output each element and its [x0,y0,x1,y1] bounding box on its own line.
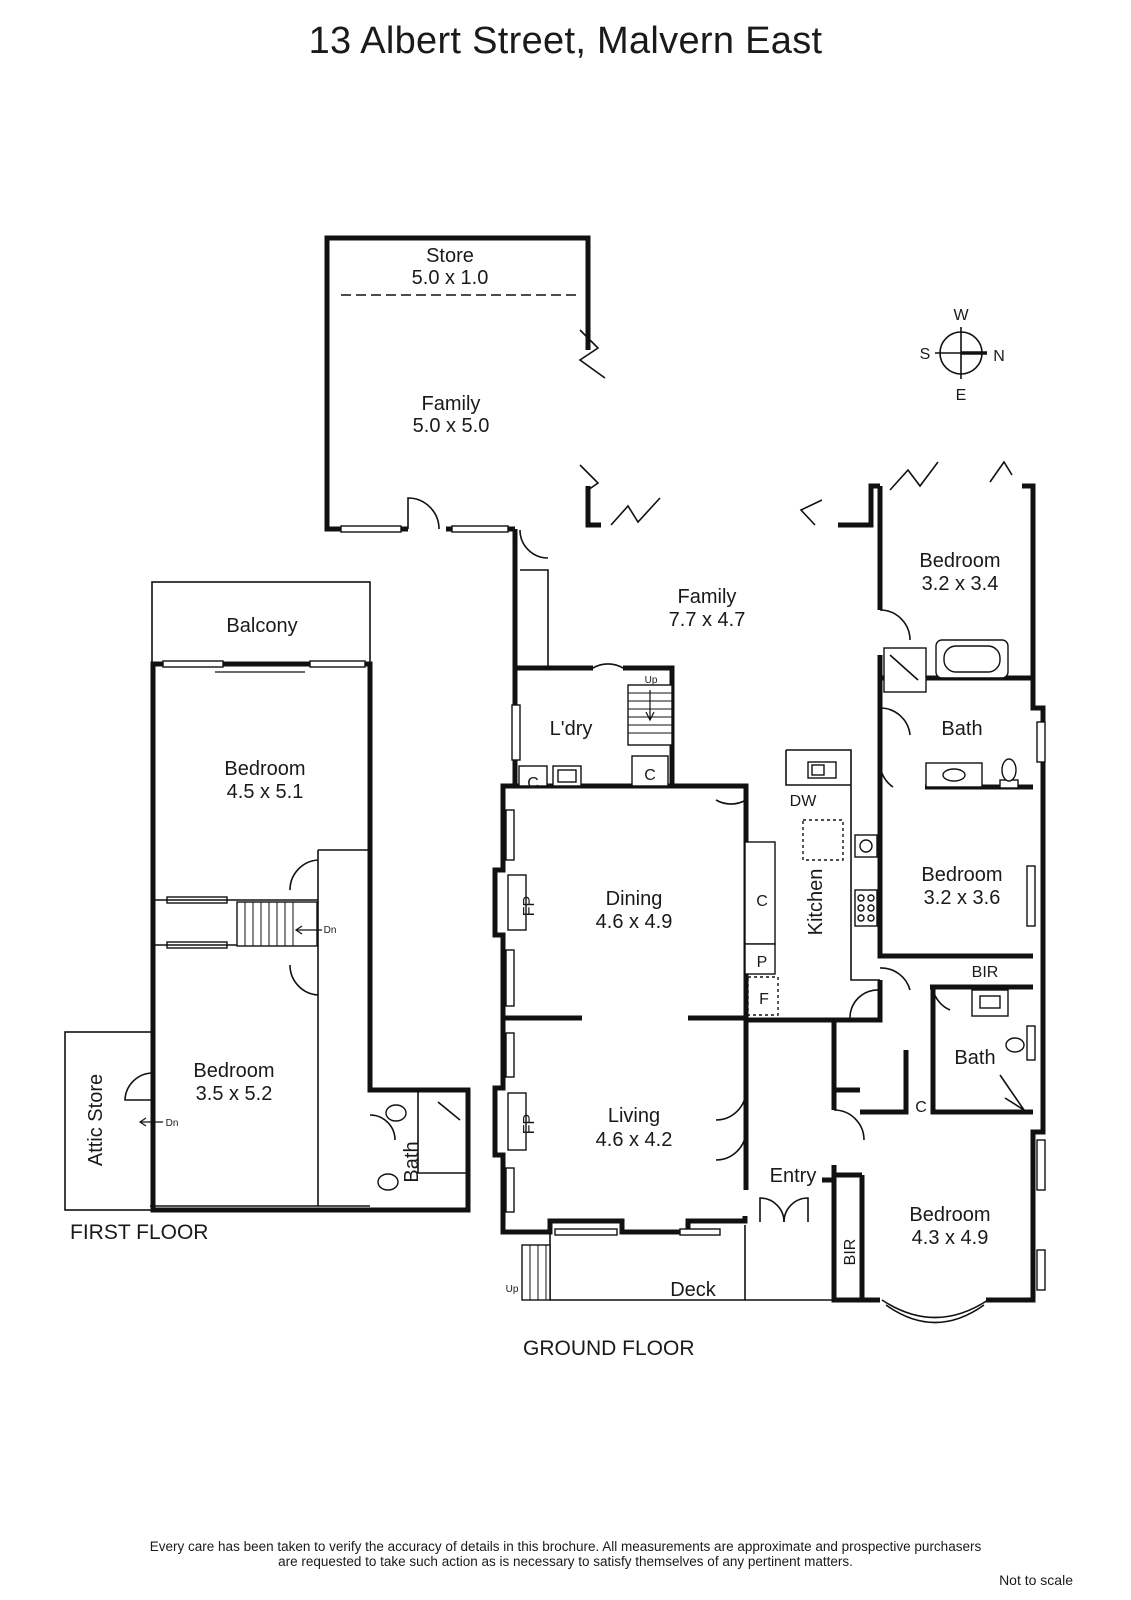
room-bedroom-e2-name: Bedroom [921,864,1002,886]
label-stair-up: Up [645,675,658,686]
page-title: 13 Albert Street, Malvern East [308,20,823,62]
room-bedroom-first2-name: Bedroom [193,1060,274,1082]
label-attic-down: Dn [166,1118,179,1129]
room-bedroom-first1-size: 4.5 x 5.1 [227,781,304,803]
room-family-upper-size: 5.0 x 5.0 [413,415,490,437]
room-bedroom-ne-size: 3.2 x 3.4 [922,573,999,595]
label-stair-down: Dn [324,925,337,936]
label-dishwasher: DW [790,793,818,810]
room-bath-e2-name: Bath [954,1047,995,1069]
room-entry-name: Entry [770,1165,817,1187]
label-bir-e2: BIR [972,964,999,981]
ground-floor-label: GROUND FLOOR [523,1337,695,1360]
label-fridge: F [759,991,769,1008]
label-pantry: P [757,954,768,971]
room-bedroom-e2-size: 3.2 x 3.6 [924,887,1001,909]
room-bath-e-name: Bath [941,718,982,740]
ground-stair [627,684,673,746]
room-laundry-name: L'dry [550,718,593,740]
scale-note: Not to scale [999,1572,1073,1588]
label-fireplace-dining: FP [521,896,538,916]
label-cupboard-hall: C [915,1099,927,1116]
room-attic-name: Attic Store [85,1074,107,1166]
first-floor-label: FIRST FLOOR [70,1221,208,1244]
room-bedroom-first1-name: Bedroom [224,758,305,780]
ground-floor-plan [324,235,1046,1324]
room-family-upper-name: Family [422,393,481,415]
compass: W S N E [920,307,1005,404]
label-bir-se: BIR [842,1239,859,1266]
room-family-main-name: Family [678,586,737,608]
disclaimer: Every care has been taken to verify the … [0,1539,1131,1569]
room-family-main-size: 7.7 x 4.7 [669,609,746,631]
room-bedroom-se-name: Bedroom [909,1204,990,1226]
compass-east: E [956,387,967,404]
room-bath-first-name: Bath [401,1141,423,1182]
room-bedroom-first2-size: 3.5 x 5.2 [196,1083,273,1105]
label-deck-up: Up [506,1284,519,1295]
label-fireplace-living: FP [521,1114,538,1134]
label-cupboard-kitchen: C [756,893,768,910]
room-bedroom-ne-name: Bedroom [919,550,1000,572]
room-deck-name: Deck [670,1279,717,1301]
room-store-size: 5.0 x 1.0 [412,267,489,289]
disclaimer-line-2: are requested to take such action as is … [278,1554,853,1569]
first-floor-plan [64,581,471,1213]
room-living-size: 4.6 x 4.2 [596,1129,673,1151]
compass-north: N [993,348,1005,365]
compass-south: S [920,346,931,363]
room-dining-name: Dining [606,888,663,910]
room-living-name: Living [608,1105,660,1127]
compass-west: W [953,307,969,324]
room-bedroom-se-size: 4.3 x 4.9 [912,1227,989,1249]
room-balcony-name: Balcony [226,615,297,637]
label-cupboard-stair: C [644,767,656,784]
room-kitchen-name: Kitchen [805,869,827,936]
room-dining-size: 4.6 x 4.9 [596,911,673,933]
room-store-name: Store [426,245,474,267]
disclaimer-line-1: Every care has been taken to verify the … [149,1539,982,1554]
label-cupboard-laundry: C [527,775,539,792]
